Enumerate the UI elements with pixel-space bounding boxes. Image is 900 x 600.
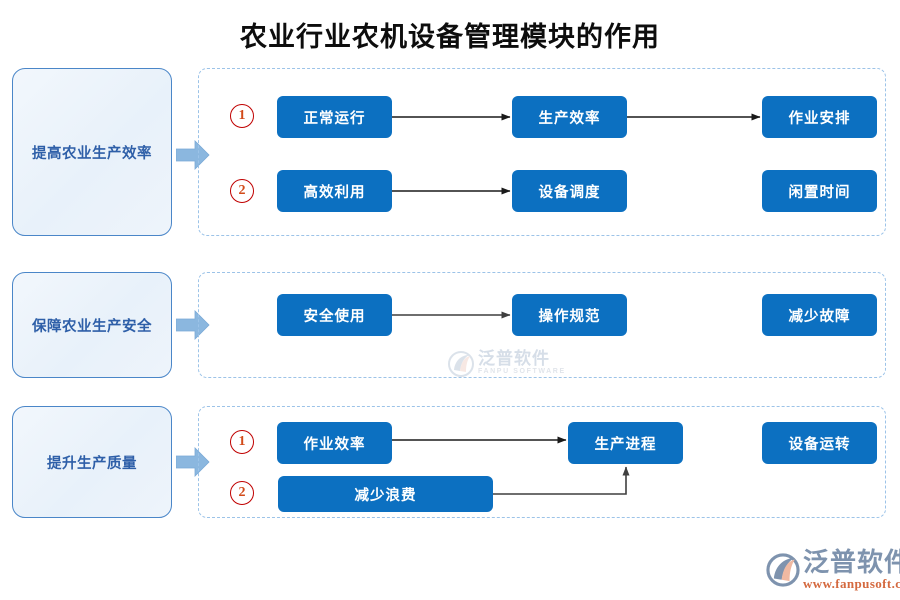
node-shebeidiaodu[interactable]: 设备调度 <box>512 170 627 212</box>
node-caozuoguifan[interactable]: 操作规范 <box>512 294 627 336</box>
node-shengchanjincheng[interactable]: 生产进程 <box>568 422 683 464</box>
category-box-2[interactable]: 保障农业生产安全 <box>12 272 172 378</box>
node-xianzhishijian[interactable]: 闲置时间 <box>762 170 877 212</box>
node-jianshaolangfei[interactable]: 减少浪费 <box>278 476 493 512</box>
brand-logo-url: www.fanpusoft.com <box>803 576 900 591</box>
node-label: 闲置时间 <box>788 184 851 201</box>
row-marker-3-2: 2 <box>230 481 254 505</box>
node-shengchanxiaolv[interactable]: 生产效率 <box>512 96 627 138</box>
node-label: 作业安排 <box>788 110 851 127</box>
node-label: 操作规范 <box>538 308 601 325</box>
node-anquanshiyong[interactable]: 安全使用 <box>277 294 392 336</box>
group-container-1 <box>198 68 886 236</box>
node-label: 正常运行 <box>303 110 366 127</box>
row-marker-3-1: 1 <box>230 430 254 454</box>
category-label-2: 保障农业生产安全 <box>32 318 152 335</box>
brand-logo: 泛普软件 www.fanpusoft.com <box>766 548 900 591</box>
row-marker-3-2-label: 2 <box>238 485 246 500</box>
node-shebeiyunzhuan[interactable]: 设备运转 <box>762 422 877 464</box>
row-marker-1-1: 1 <box>230 104 254 128</box>
node-label: 生产进程 <box>594 436 657 453</box>
block-arrow-right-icon-3 <box>175 447 210 477</box>
watermark-text-cn: 泛普软件 <box>478 349 550 368</box>
row-marker-3-1-label: 1 <box>238 434 246 449</box>
node-label: 作业效率 <box>303 436 366 453</box>
fanpu-swoosh-logo-icon <box>448 350 474 377</box>
category-box-1[interactable]: 提高农业生产效率 <box>12 68 172 236</box>
node-zuoyexiaolv[interactable]: 作业效率 <box>277 422 392 464</box>
node-label: 高效利用 <box>303 184 366 201</box>
block-arrow-right-icon-2 <box>175 310 210 340</box>
category-box-3[interactable]: 提升生产质量 <box>12 406 172 518</box>
node-label: 安全使用 <box>303 308 366 325</box>
watermark-text-en: FANPU SOFTWARE <box>478 368 566 375</box>
page-title: 农业行业农机设备管理模块的作用 <box>240 22 660 52</box>
brand-logo-text-cn: 泛普软件 <box>803 547 900 577</box>
watermark-center: 泛普软件 FANPU SOFTWARE <box>448 350 566 377</box>
category-label-3: 提升生产质量 <box>47 455 137 472</box>
node-label: 生产效率 <box>538 110 601 127</box>
node-label: 设备运转 <box>788 436 851 453</box>
node-jianshaoguzhang[interactable]: 减少故障 <box>762 294 877 336</box>
node-zhengchangyunxing[interactable]: 正常运行 <box>277 96 392 138</box>
node-gaoxiaoliyong[interactable]: 高效利用 <box>277 170 392 212</box>
row-marker-1-2: 2 <box>230 179 254 203</box>
group-container-3 <box>198 406 886 518</box>
row-marker-1-2-label: 2 <box>238 183 246 198</box>
node-label: 减少浪费 <box>354 487 417 504</box>
row-marker-1-1-label: 1 <box>238 108 246 123</box>
block-arrow-right-icon-1 <box>175 140 210 170</box>
node-label: 减少故障 <box>788 308 851 325</box>
fanpu-swoosh-logo-icon <box>766 552 800 587</box>
group-container-2 <box>198 272 886 378</box>
node-zuoyeanpai[interactable]: 作业安排 <box>762 96 877 138</box>
node-label: 设备调度 <box>538 184 601 201</box>
category-label-1: 提高农业生产效率 <box>32 145 152 162</box>
